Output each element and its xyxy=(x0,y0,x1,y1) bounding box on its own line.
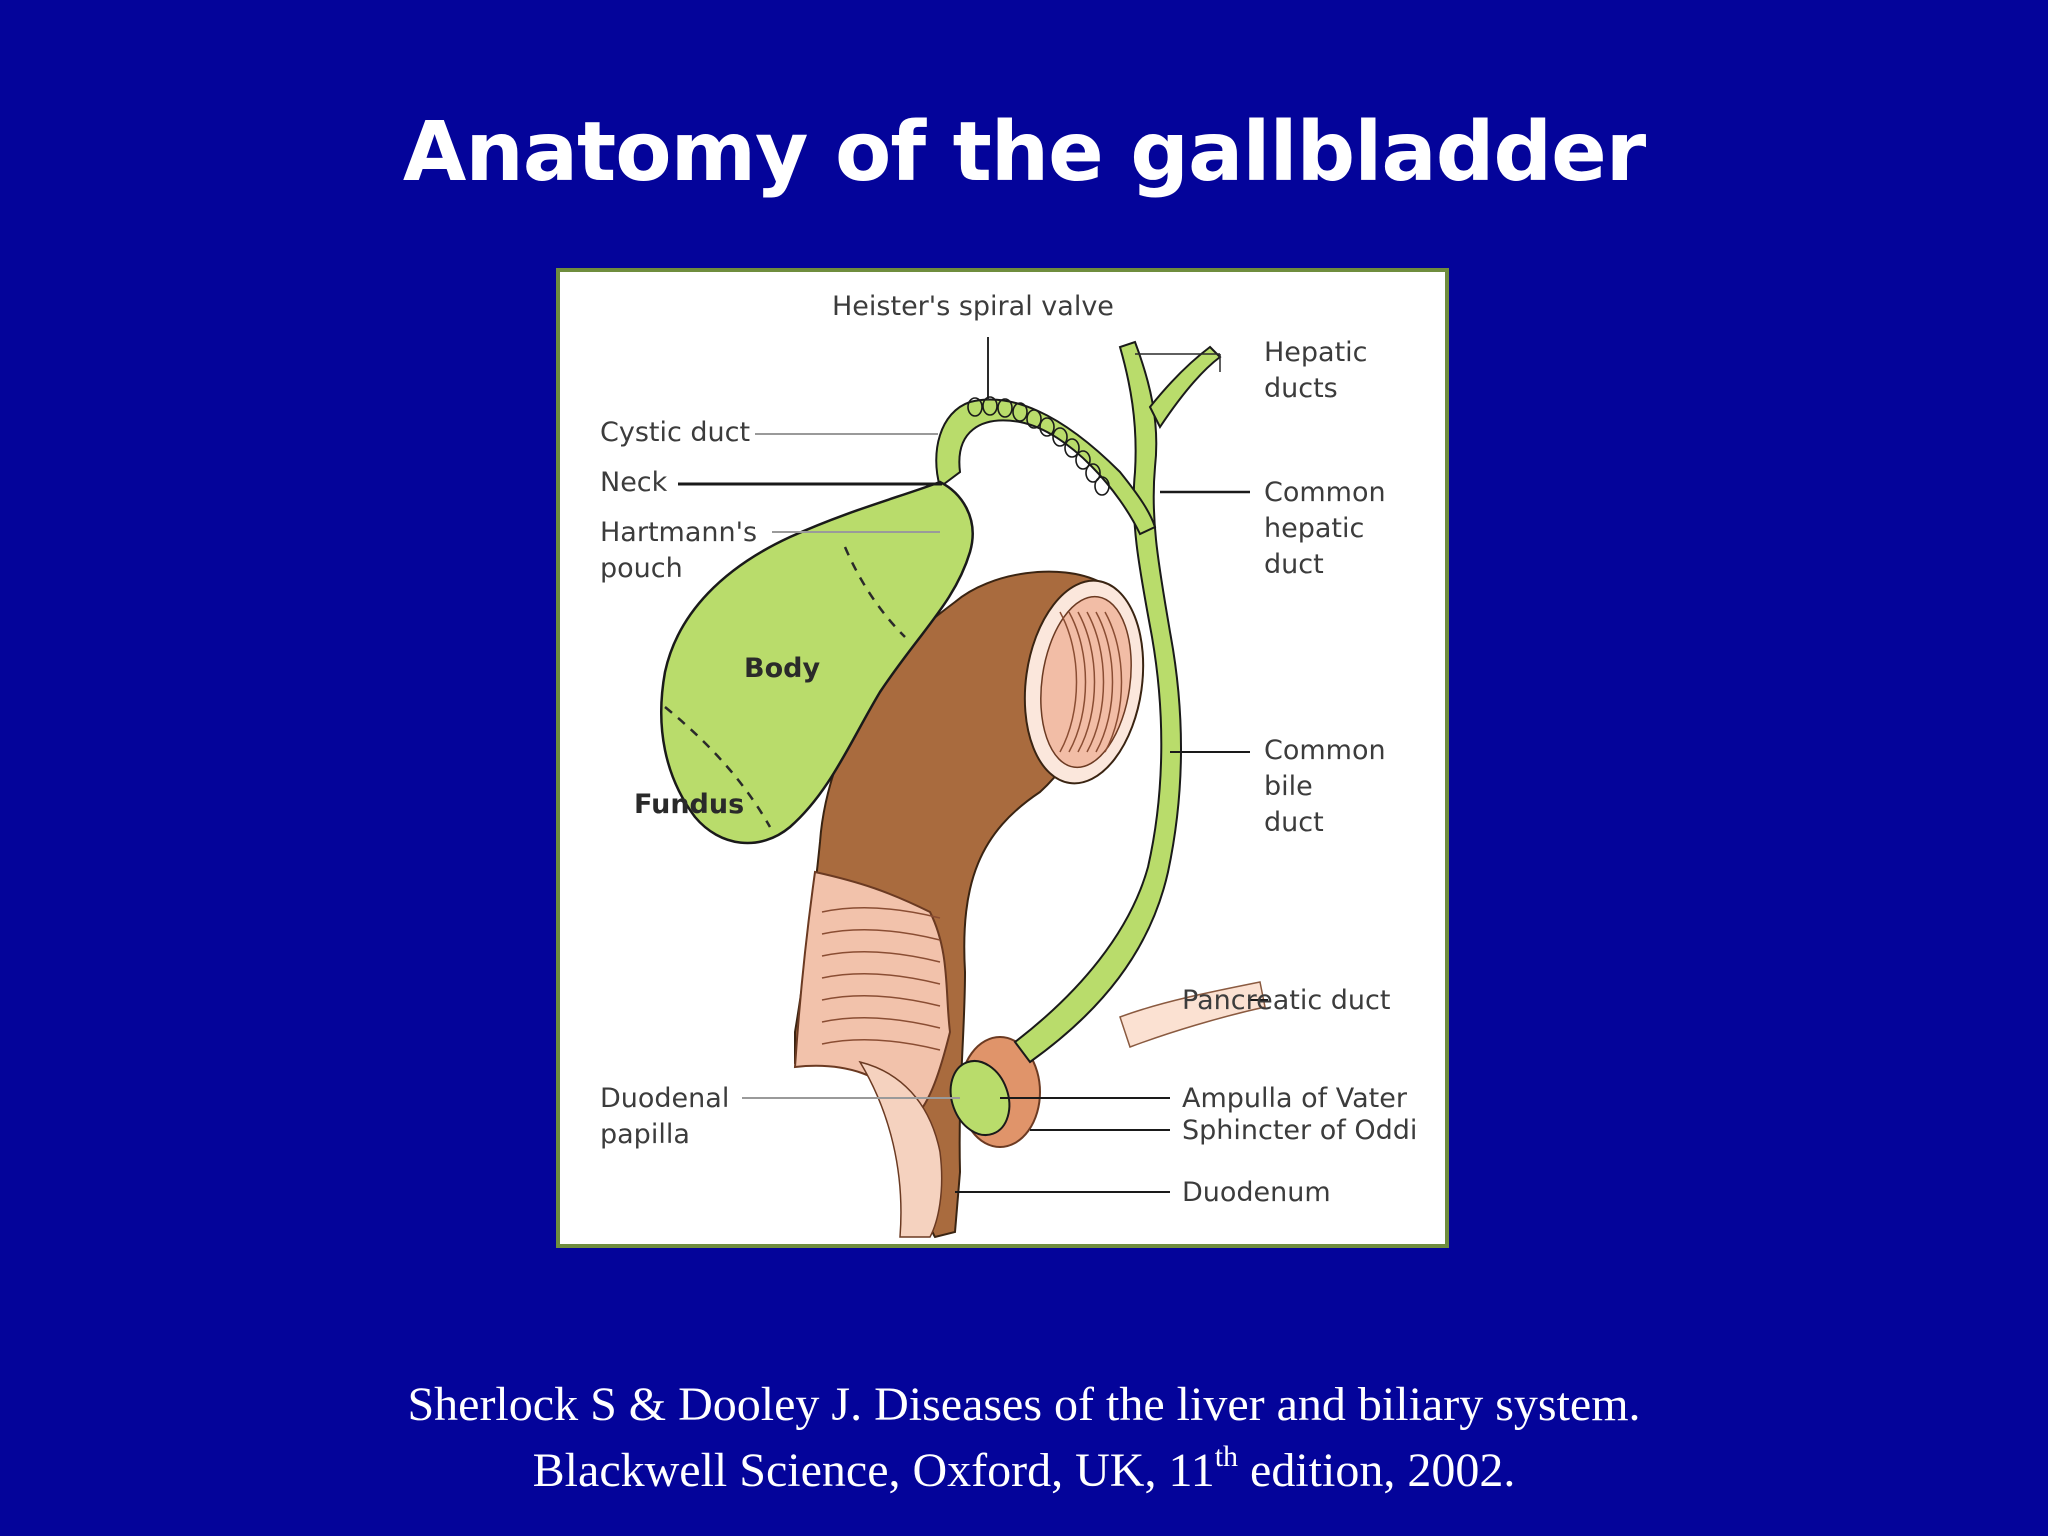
slide-title: Anatomy of the gallbladder xyxy=(402,105,1646,200)
mucosal-fold xyxy=(1077,611,1096,753)
mucosal-fold xyxy=(821,950,941,963)
label-hartmanns-pouch-line2: pouch xyxy=(600,553,683,584)
label-cystic-duct: Cystic duct xyxy=(600,417,751,448)
label-common-bile-duct-line2: bile xyxy=(1264,771,1313,802)
spiral-valve-coil xyxy=(1094,476,1110,496)
citation-line1: Sherlock S & Dooley J. Diseases of the l… xyxy=(407,1378,1641,1431)
citation-line2-b: edition, 2002. xyxy=(1238,1444,1516,1497)
anatomy-illustration xyxy=(660,337,1268,1239)
mucosal-fold xyxy=(821,906,941,919)
spiral-valve-coil xyxy=(1085,463,1101,483)
gallbladder-shape xyxy=(660,480,974,845)
label-heister-spiral-valve: Heister's spiral valve xyxy=(832,291,1114,322)
label-hepatic-ducts-line2: ducts xyxy=(1264,373,1338,404)
spiral-valve-coil xyxy=(1012,402,1028,422)
anatomy-diagram: Heister's spiral valve Hepatic ducts Cys… xyxy=(556,268,1449,1248)
label-sphincter-of-oddi: Sphincter of Oddi xyxy=(1182,1115,1418,1146)
label-fundus: Fundus xyxy=(634,789,745,820)
label-common-hepatic-duct-line1: Common xyxy=(1264,477,1386,508)
label-duodenal-papilla-line2: papilla xyxy=(600,1119,690,1150)
mucosal-fold xyxy=(821,1016,941,1029)
mucosal-fold xyxy=(821,928,941,941)
citation-superscript: th xyxy=(1214,1440,1239,1473)
mucosal-fold xyxy=(1059,611,1078,753)
label-duodenal-papilla-line1: Duodenal xyxy=(600,1083,730,1114)
spiral-valve-coil xyxy=(967,397,983,417)
mucosal-fold xyxy=(1068,611,1087,753)
mucosal-fold xyxy=(821,994,941,1007)
label-body: Body xyxy=(744,653,821,684)
label-hartmanns-pouch-line1: Hartmann's xyxy=(600,517,758,548)
mucosal-fold xyxy=(1095,611,1114,753)
label-common-hepatic-duct-line2: hepatic xyxy=(1264,513,1365,544)
spiral-valve-coil xyxy=(1064,438,1080,458)
label-hepatic-ducts-line1: Hepatic xyxy=(1264,337,1368,368)
label-ampulla-of-vater: Ampulla of Vater xyxy=(1182,1083,1407,1114)
mucosal-fold xyxy=(1086,611,1105,753)
spiral-valve-coil xyxy=(997,398,1013,418)
citation-line2-a: Blackwell Science, Oxford, UK, 11 xyxy=(532,1444,1215,1497)
hepatic-ducts-shape xyxy=(1148,345,1222,429)
spiral-valve-coil xyxy=(1052,427,1068,447)
spiral-valve-coil xyxy=(1039,417,1055,437)
spiral-valve-coil xyxy=(1026,409,1042,429)
mucosal-fold xyxy=(1104,611,1123,753)
spiral-valve-coil xyxy=(1075,450,1091,470)
label-common-bile-duct-line3: duct xyxy=(1264,807,1324,838)
label-common-bile-duct-line1: Common xyxy=(1264,735,1386,766)
ampulla-shape xyxy=(949,1060,1011,1136)
label-duodenum: Duodenum xyxy=(1182,1177,1331,1208)
pancreatic-duct-shape xyxy=(1119,981,1266,1048)
mucosa-lower xyxy=(858,1060,943,1238)
mucosal-fold xyxy=(821,972,941,985)
label-pancreatic-duct: Pancreatic duct xyxy=(1182,985,1391,1016)
mucosal-fold xyxy=(821,1038,941,1051)
label-neck: Neck xyxy=(600,467,668,498)
spiral-valve-coil xyxy=(982,396,998,416)
label-common-hepatic-duct-line3: duct xyxy=(1264,549,1324,580)
citation-line2: Blackwell Science, Oxford, UK, 11th edit… xyxy=(0,1438,2048,1504)
